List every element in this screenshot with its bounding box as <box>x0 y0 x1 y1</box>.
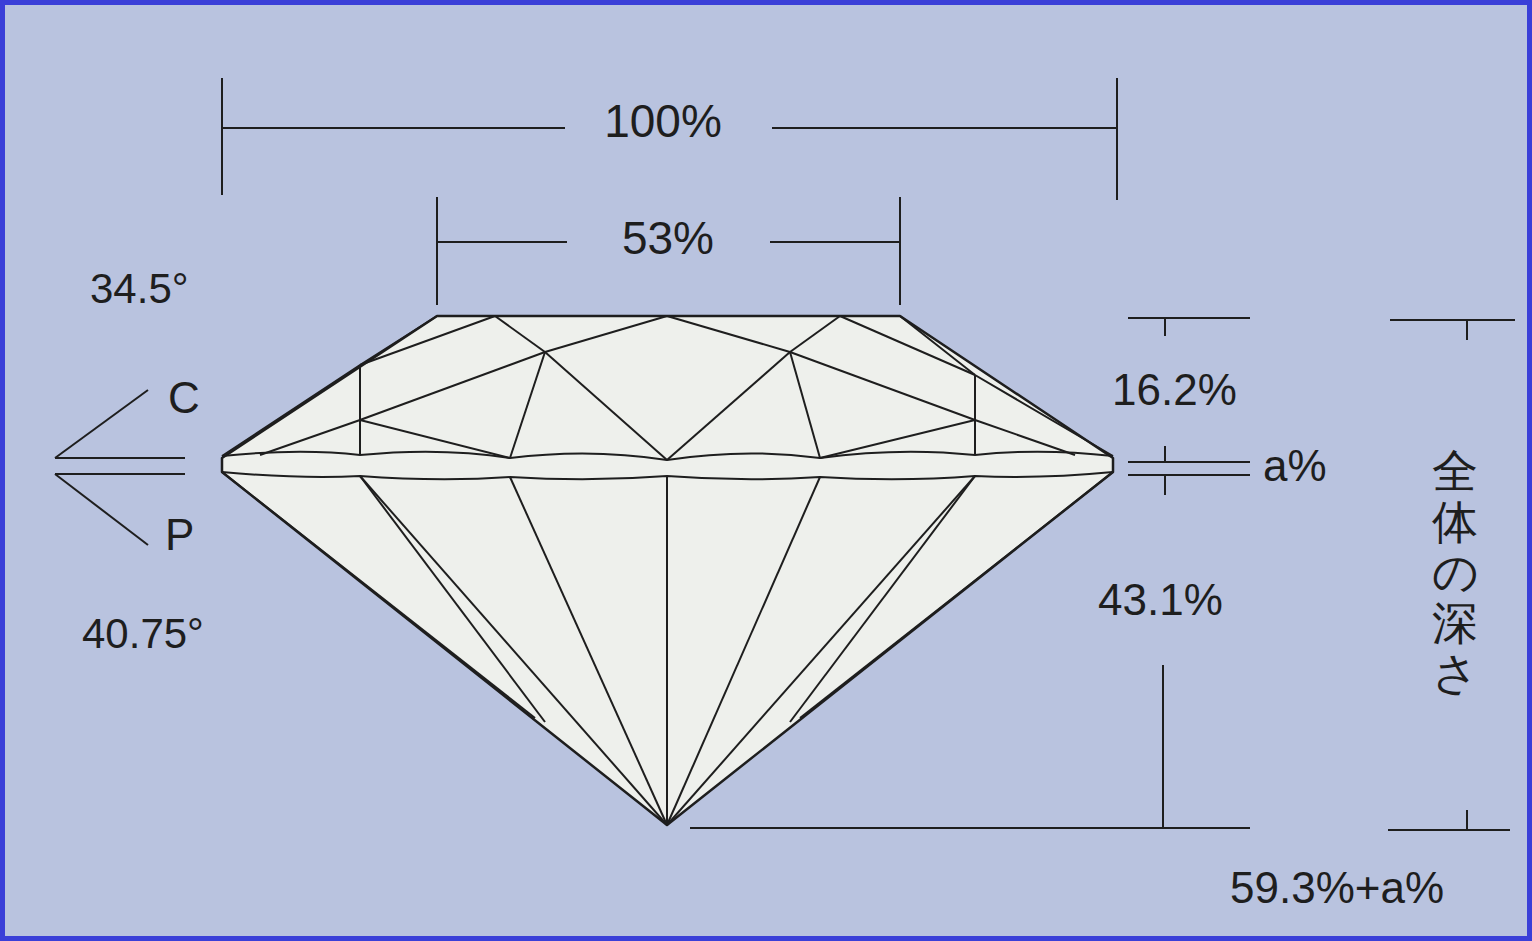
dimension-label: 59.3%+a% <box>1230 866 1444 910</box>
dimension-label: P <box>165 513 194 557</box>
dimension-label: 100% <box>604 98 722 144</box>
dimension-label: 53% <box>622 215 714 261</box>
dimension-label: 40.75° <box>82 613 204 655</box>
dimension-lines <box>55 78 1515 830</box>
diamond-outline <box>222 316 1113 825</box>
dimension-label: 16.2% <box>1112 368 1237 412</box>
dimension-label: 43.1% <box>1098 578 1223 622</box>
diamond-facets <box>222 316 1113 825</box>
vertical-label: 全体の深さ <box>1432 446 1478 699</box>
dimension-label: C <box>168 376 200 420</box>
dimension-label: a% <box>1263 444 1327 488</box>
dimension-label: 34.5° <box>90 268 189 310</box>
